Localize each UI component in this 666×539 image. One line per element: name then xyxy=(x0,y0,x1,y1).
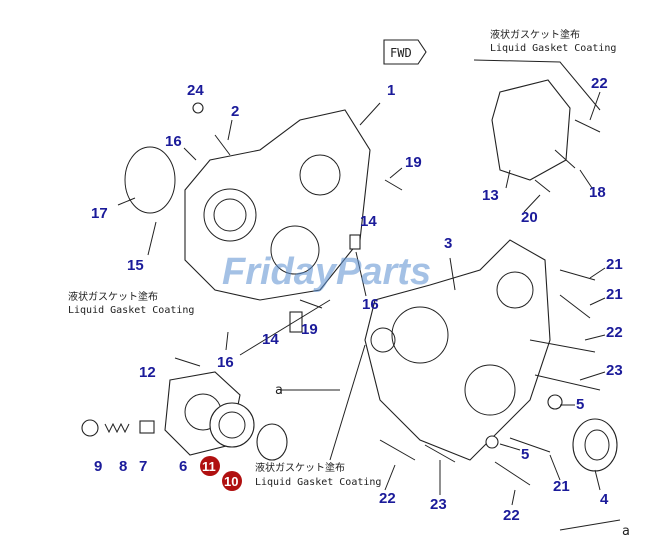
part-3-timing-case xyxy=(364,239,551,461)
part-14-pin xyxy=(289,311,303,333)
highlighted-callout-10[interactable]: 10 xyxy=(222,471,242,491)
callout: 23 xyxy=(430,496,447,513)
gasket-note-en: Liquid Gasket Coating xyxy=(490,43,616,54)
callout: 8 xyxy=(119,458,127,475)
callouts: 24 2 1 16 19 17 14 15 16 14 19 16 12 3 2… xyxy=(91,75,623,524)
part-11-gear xyxy=(209,402,255,448)
callout: 21 xyxy=(553,478,570,495)
callout: 24 xyxy=(187,82,204,99)
callout: 3 xyxy=(444,235,452,252)
callout: 9 xyxy=(94,458,102,475)
callout: 20 xyxy=(521,209,538,226)
highlighted-callout-11[interactable]: 11 xyxy=(200,456,220,476)
callout: 16 xyxy=(165,133,182,150)
gasket-note-jp: 液状ガスケット塗布 xyxy=(68,290,158,303)
part-9-plug xyxy=(81,419,99,437)
part-10-rotor xyxy=(256,423,288,461)
callout: 14 xyxy=(360,213,377,230)
part-1-front-cover xyxy=(184,109,371,301)
callout: 21 xyxy=(606,256,623,273)
bolts xyxy=(174,102,601,486)
reference-a-left: a xyxy=(275,383,283,398)
callout: 19 xyxy=(405,154,422,171)
part-13-cover xyxy=(491,79,571,181)
callout: 18 xyxy=(589,184,606,201)
part-4-seal xyxy=(572,418,618,472)
callout: 15 xyxy=(127,257,144,274)
callout: 1 xyxy=(387,82,395,99)
callout: 23 xyxy=(606,362,623,379)
callout: 2 xyxy=(231,103,239,120)
callout: 22 xyxy=(379,490,396,507)
callout: 4 xyxy=(600,491,609,508)
part-5-plug xyxy=(485,435,499,449)
callout: 22 xyxy=(606,324,623,341)
callout-text: 10 xyxy=(224,474,238,489)
watermark-logo: FridayParts xyxy=(222,251,431,293)
gasket-note-en: Liquid Gasket Coating xyxy=(255,477,381,488)
part-8-spring xyxy=(104,422,130,434)
callout: 6 xyxy=(179,458,187,475)
fwd-arrow-icon: FWD xyxy=(383,39,427,65)
callout: 21 xyxy=(606,286,623,303)
part-5-plug xyxy=(547,394,563,410)
fwd-label: FWD xyxy=(390,46,412,60)
part-24-washer xyxy=(192,102,204,114)
callout: 16 xyxy=(362,296,379,313)
callout: 5 xyxy=(576,396,584,413)
gasket-note-en: Liquid Gasket Coating xyxy=(68,305,194,316)
callout: 13 xyxy=(482,187,499,204)
callout: 12 xyxy=(139,364,156,381)
part-7-valve xyxy=(139,420,155,434)
gasket-note-jp: 液状ガスケット塗布 xyxy=(255,461,345,474)
gasket-note-jp: 液状ガスケット塗布 xyxy=(490,28,580,41)
callout: 16 xyxy=(217,354,234,371)
callout: 17 xyxy=(91,205,108,222)
callout: 7 xyxy=(139,458,147,475)
callout: 5 xyxy=(521,446,529,463)
callout: 19 xyxy=(301,321,318,338)
callout: 22 xyxy=(591,75,608,92)
callout-text: 11 xyxy=(202,459,216,474)
part-14-pin xyxy=(349,234,361,250)
reference-a-right: a xyxy=(622,524,630,539)
part-17-oring xyxy=(124,146,176,214)
callout: 14 xyxy=(262,331,279,348)
callout: 22 xyxy=(503,507,520,524)
